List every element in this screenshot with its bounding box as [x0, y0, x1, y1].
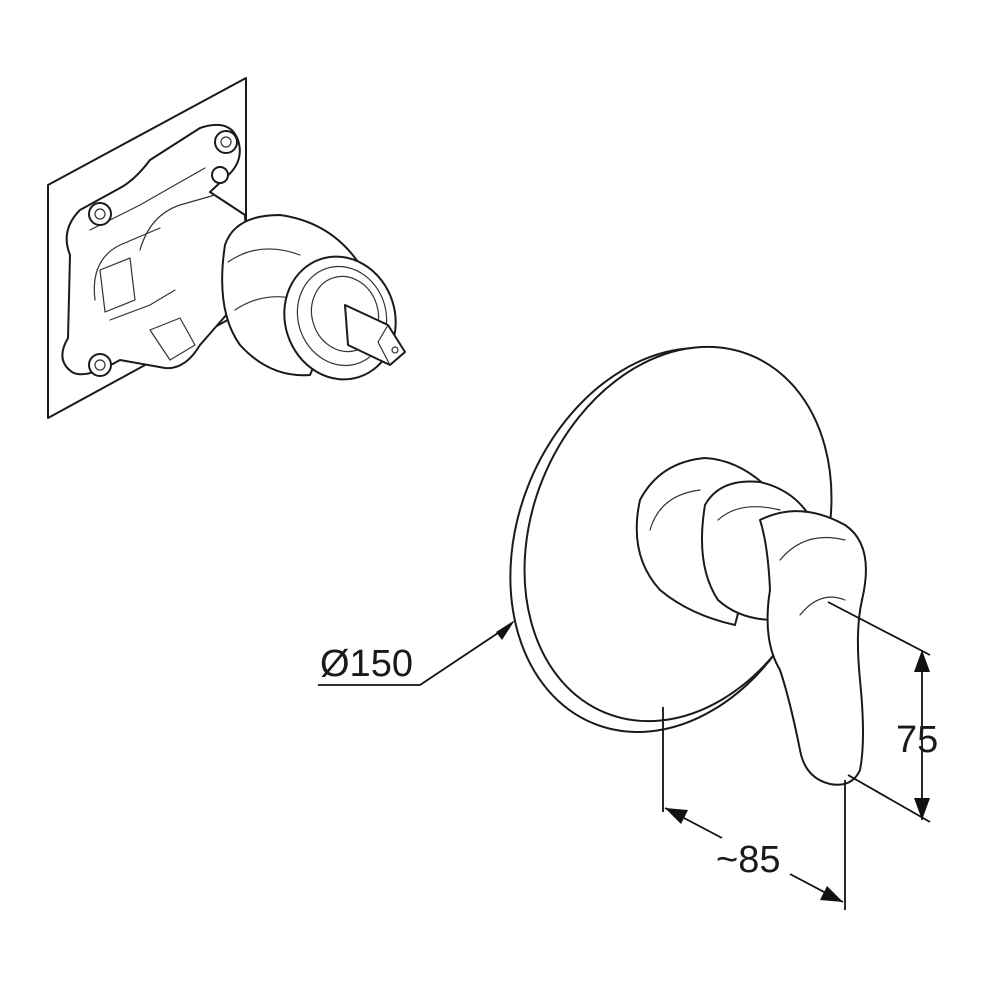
height-label: 75 — [896, 719, 938, 761]
bolt-bottom-left — [88, 353, 112, 377]
diameter-label: Ø150 — [320, 643, 413, 685]
depth-label: ~85 — [716, 839, 780, 881]
dimension-diameter: Ø150 — [318, 620, 515, 686]
trim-assembly — [509, 345, 867, 786]
lever-handle — [759, 510, 867, 786]
bolt-top-right — [214, 130, 238, 154]
dimension-height: 75 — [827, 601, 938, 823]
spindle — [344, 304, 406, 366]
valve-housing — [61, 124, 249, 376]
dimension-depth: ~85 — [662, 707, 846, 910]
concealed-valve-body — [47, 77, 406, 419]
bolt-top-left — [88, 202, 112, 226]
